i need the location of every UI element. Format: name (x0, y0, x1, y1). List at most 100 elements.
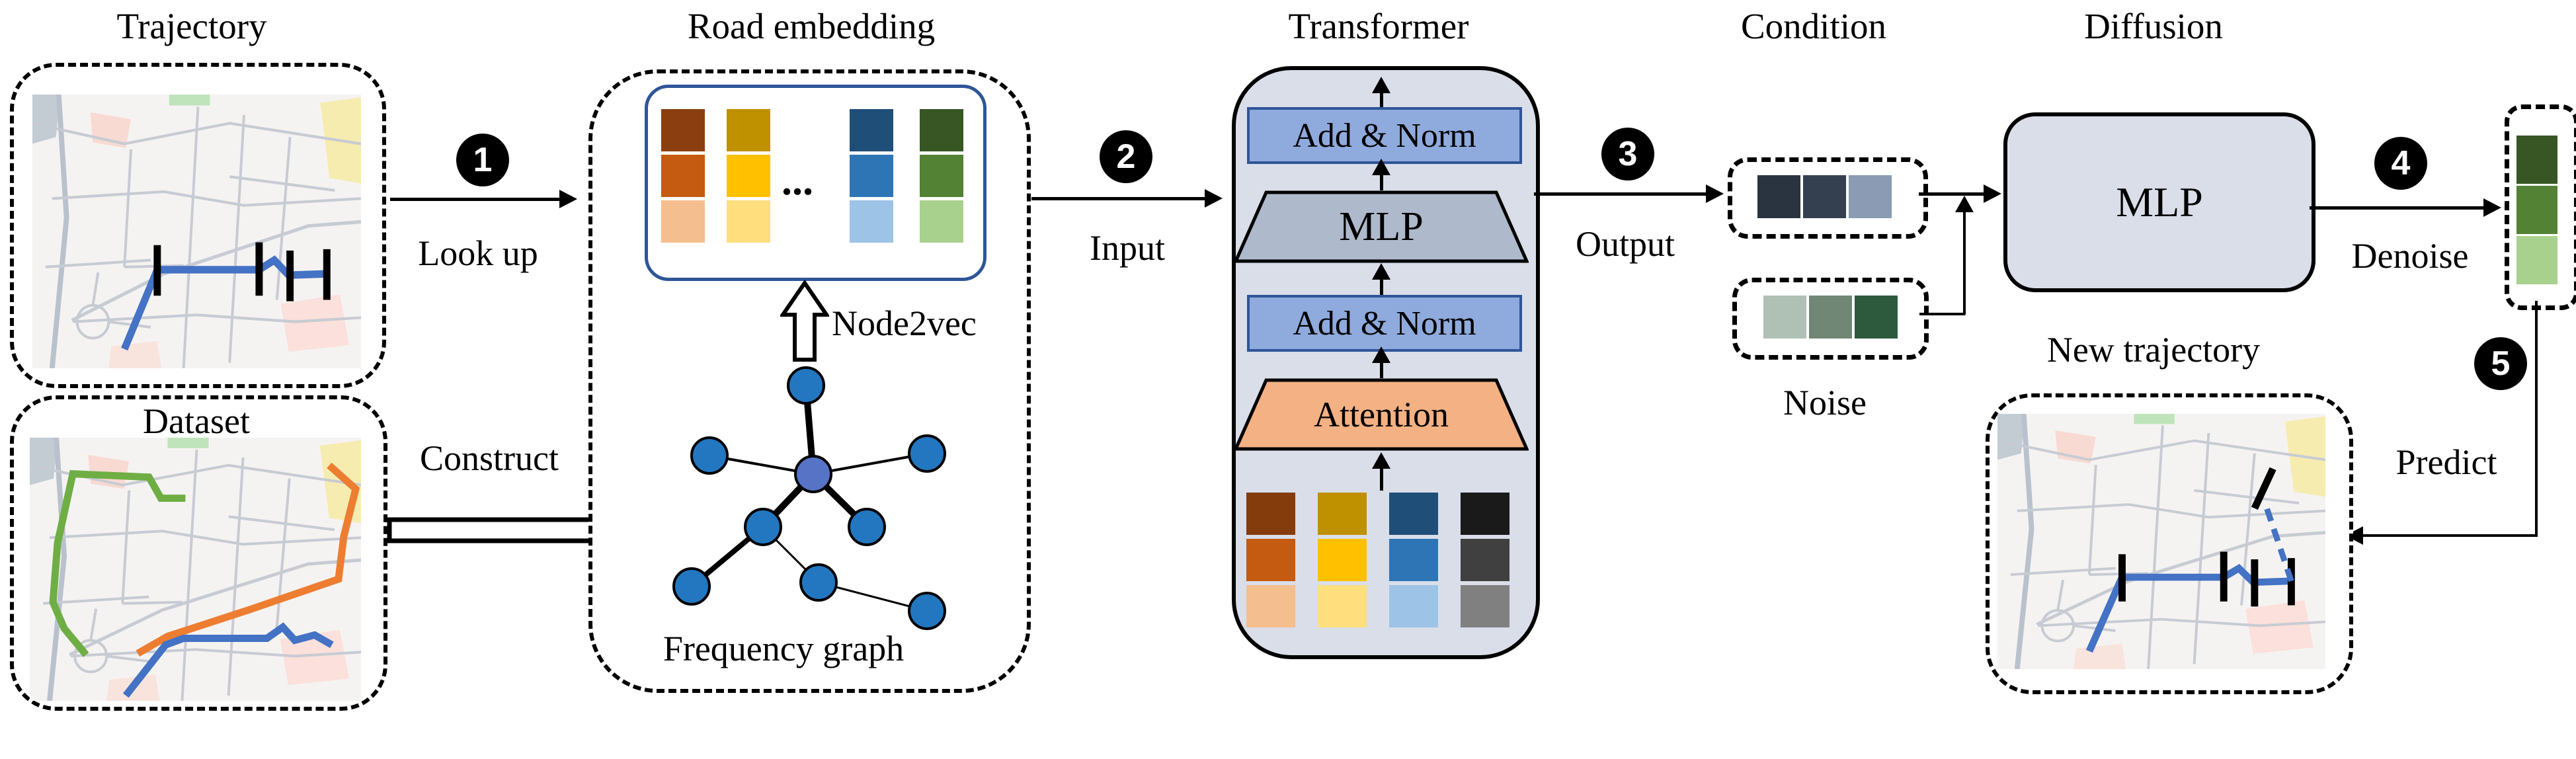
predict-connector-h (2361, 534, 2536, 537)
transformer-arrow-head-4 (1372, 346, 1390, 363)
vector-cell (1461, 585, 1509, 627)
vector-cell (1461, 539, 1509, 581)
vector-cell (1855, 296, 1898, 339)
vector-cell (2516, 186, 2557, 234)
noise-connector-arrow-head (1955, 196, 1974, 212)
step-5-number: 5 (2491, 344, 2511, 383)
step-3-number: 3 (1618, 135, 1638, 173)
noise-connector-h (1919, 313, 1965, 315)
transformer-arrow-head-3 (1372, 263, 1390, 280)
frequency-graph-label: Frequency graph (663, 629, 905, 668)
title-road-embedding: Road embedding (687, 6, 936, 46)
vector-cell (661, 109, 705, 151)
transformer-arrow-head-1 (1372, 77, 1390, 93)
vector-cell (2516, 236, 2557, 284)
vector-cell (1246, 585, 1295, 627)
vector-cell (661, 155, 705, 197)
denoise-label: Denoise (2351, 236, 2469, 276)
transformer-arrow-line-3 (1380, 278, 1383, 295)
vector-cell (1763, 296, 1806, 339)
vector-cell (1849, 175, 1892, 218)
transformer-arrow-line-1 (1380, 91, 1383, 107)
graph-node (787, 366, 825, 405)
mlp-block-label: MLP (1339, 204, 1424, 249)
output-label: Output (1575, 224, 1675, 264)
output-arrow-head (1706, 184, 1724, 203)
vector-cell (661, 200, 705, 243)
graph-node-center (794, 455, 832, 493)
noise-label: Noise (1783, 383, 1867, 422)
trajectory-map (32, 95, 361, 368)
vector-cell (850, 200, 893, 243)
graph-node (908, 434, 946, 473)
token-column-3 (1389, 493, 1438, 627)
vector-cell (1389, 493, 1438, 535)
denoise-arrow-head (2483, 198, 2501, 217)
step-4-badge: 4 (2374, 137, 2427, 190)
frequency-graph (672, 366, 946, 630)
new-trajectory-map (1997, 414, 2325, 669)
transformer-arrow-head-2 (1372, 159, 1390, 175)
token-column-4 (1461, 493, 1509, 627)
condition-mlp-line (1919, 192, 1984, 196)
diffusion-mlp-box: MLP (2003, 112, 2315, 292)
vector-cell (727, 155, 770, 197)
step-1-badge: 1 (456, 134, 509, 186)
step-2-badge: 2 (1100, 130, 1152, 183)
denoised-vector (2516, 136, 2557, 284)
add-norm-top: Add & Norm (1247, 107, 1522, 164)
node2vec-block-arrow (780, 280, 829, 362)
dataset-trajectory-orange (136, 462, 360, 657)
graph-node (744, 508, 782, 546)
embedding-column-4 (920, 109, 963, 243)
output-arrow-line (1534, 192, 1706, 196)
embedding-column-1 (661, 109, 705, 243)
title-diffusion: Diffusion (2084, 6, 2223, 46)
input-arrow-line (1031, 197, 1205, 200)
embedding-column-2 (727, 109, 770, 243)
construct-label: Construct (420, 438, 559, 478)
token-column-1 (1246, 493, 1295, 627)
vector-cell (1246, 493, 1295, 535)
graph-node (799, 563, 838, 602)
graph-node (672, 567, 711, 606)
dataset-map (30, 438, 361, 701)
transformer-arrow-line-2 (1380, 173, 1383, 190)
lookup-arrow-line (390, 198, 559, 201)
title-trajectory: Trajectory (116, 6, 267, 46)
input-label: Input (1090, 228, 1165, 268)
token-column-2 (1318, 493, 1367, 627)
vector-cell (1389, 585, 1438, 627)
dataset-trajectory-green (49, 470, 186, 657)
transformer-arrow-line-5 (1380, 467, 1383, 491)
vector-cell (1318, 585, 1367, 627)
dataset-trajectory-blue (122, 622, 334, 698)
vector-cell (850, 109, 893, 151)
vector-cell (727, 109, 770, 151)
step-4-number: 4 (2391, 144, 2411, 182)
lookup-arrow-head (559, 190, 577, 208)
vector-cell (1246, 539, 1295, 581)
vector-cell (2516, 136, 2557, 184)
vector-cell (727, 200, 770, 243)
vector-cell (1803, 175, 1846, 218)
step-2-number: 2 (1116, 138, 1136, 176)
predicted-tick (2251, 467, 2276, 510)
attention-trapezoid (1234, 378, 1529, 451)
title-transformer: Transformer (1288, 6, 1469, 46)
noise-connector-v (1963, 210, 1966, 315)
vector-cell (850, 155, 893, 197)
vector-cell (920, 155, 963, 197)
embedding-ellipsis: ... (782, 157, 813, 204)
predicted-segment (2262, 502, 2294, 582)
embedding-column-3 (850, 109, 893, 243)
vector-cell (1757, 175, 1800, 218)
mlp-trapezoid (1234, 190, 1529, 263)
graph-node (848, 508, 886, 546)
vector-cell (920, 200, 963, 243)
predict-label: Predict (2395, 442, 2497, 482)
denoise-arrow-line (2310, 206, 2483, 210)
noise-vector (1763, 296, 1898, 339)
add-norm-bottom: Add & Norm (1247, 295, 1522, 352)
